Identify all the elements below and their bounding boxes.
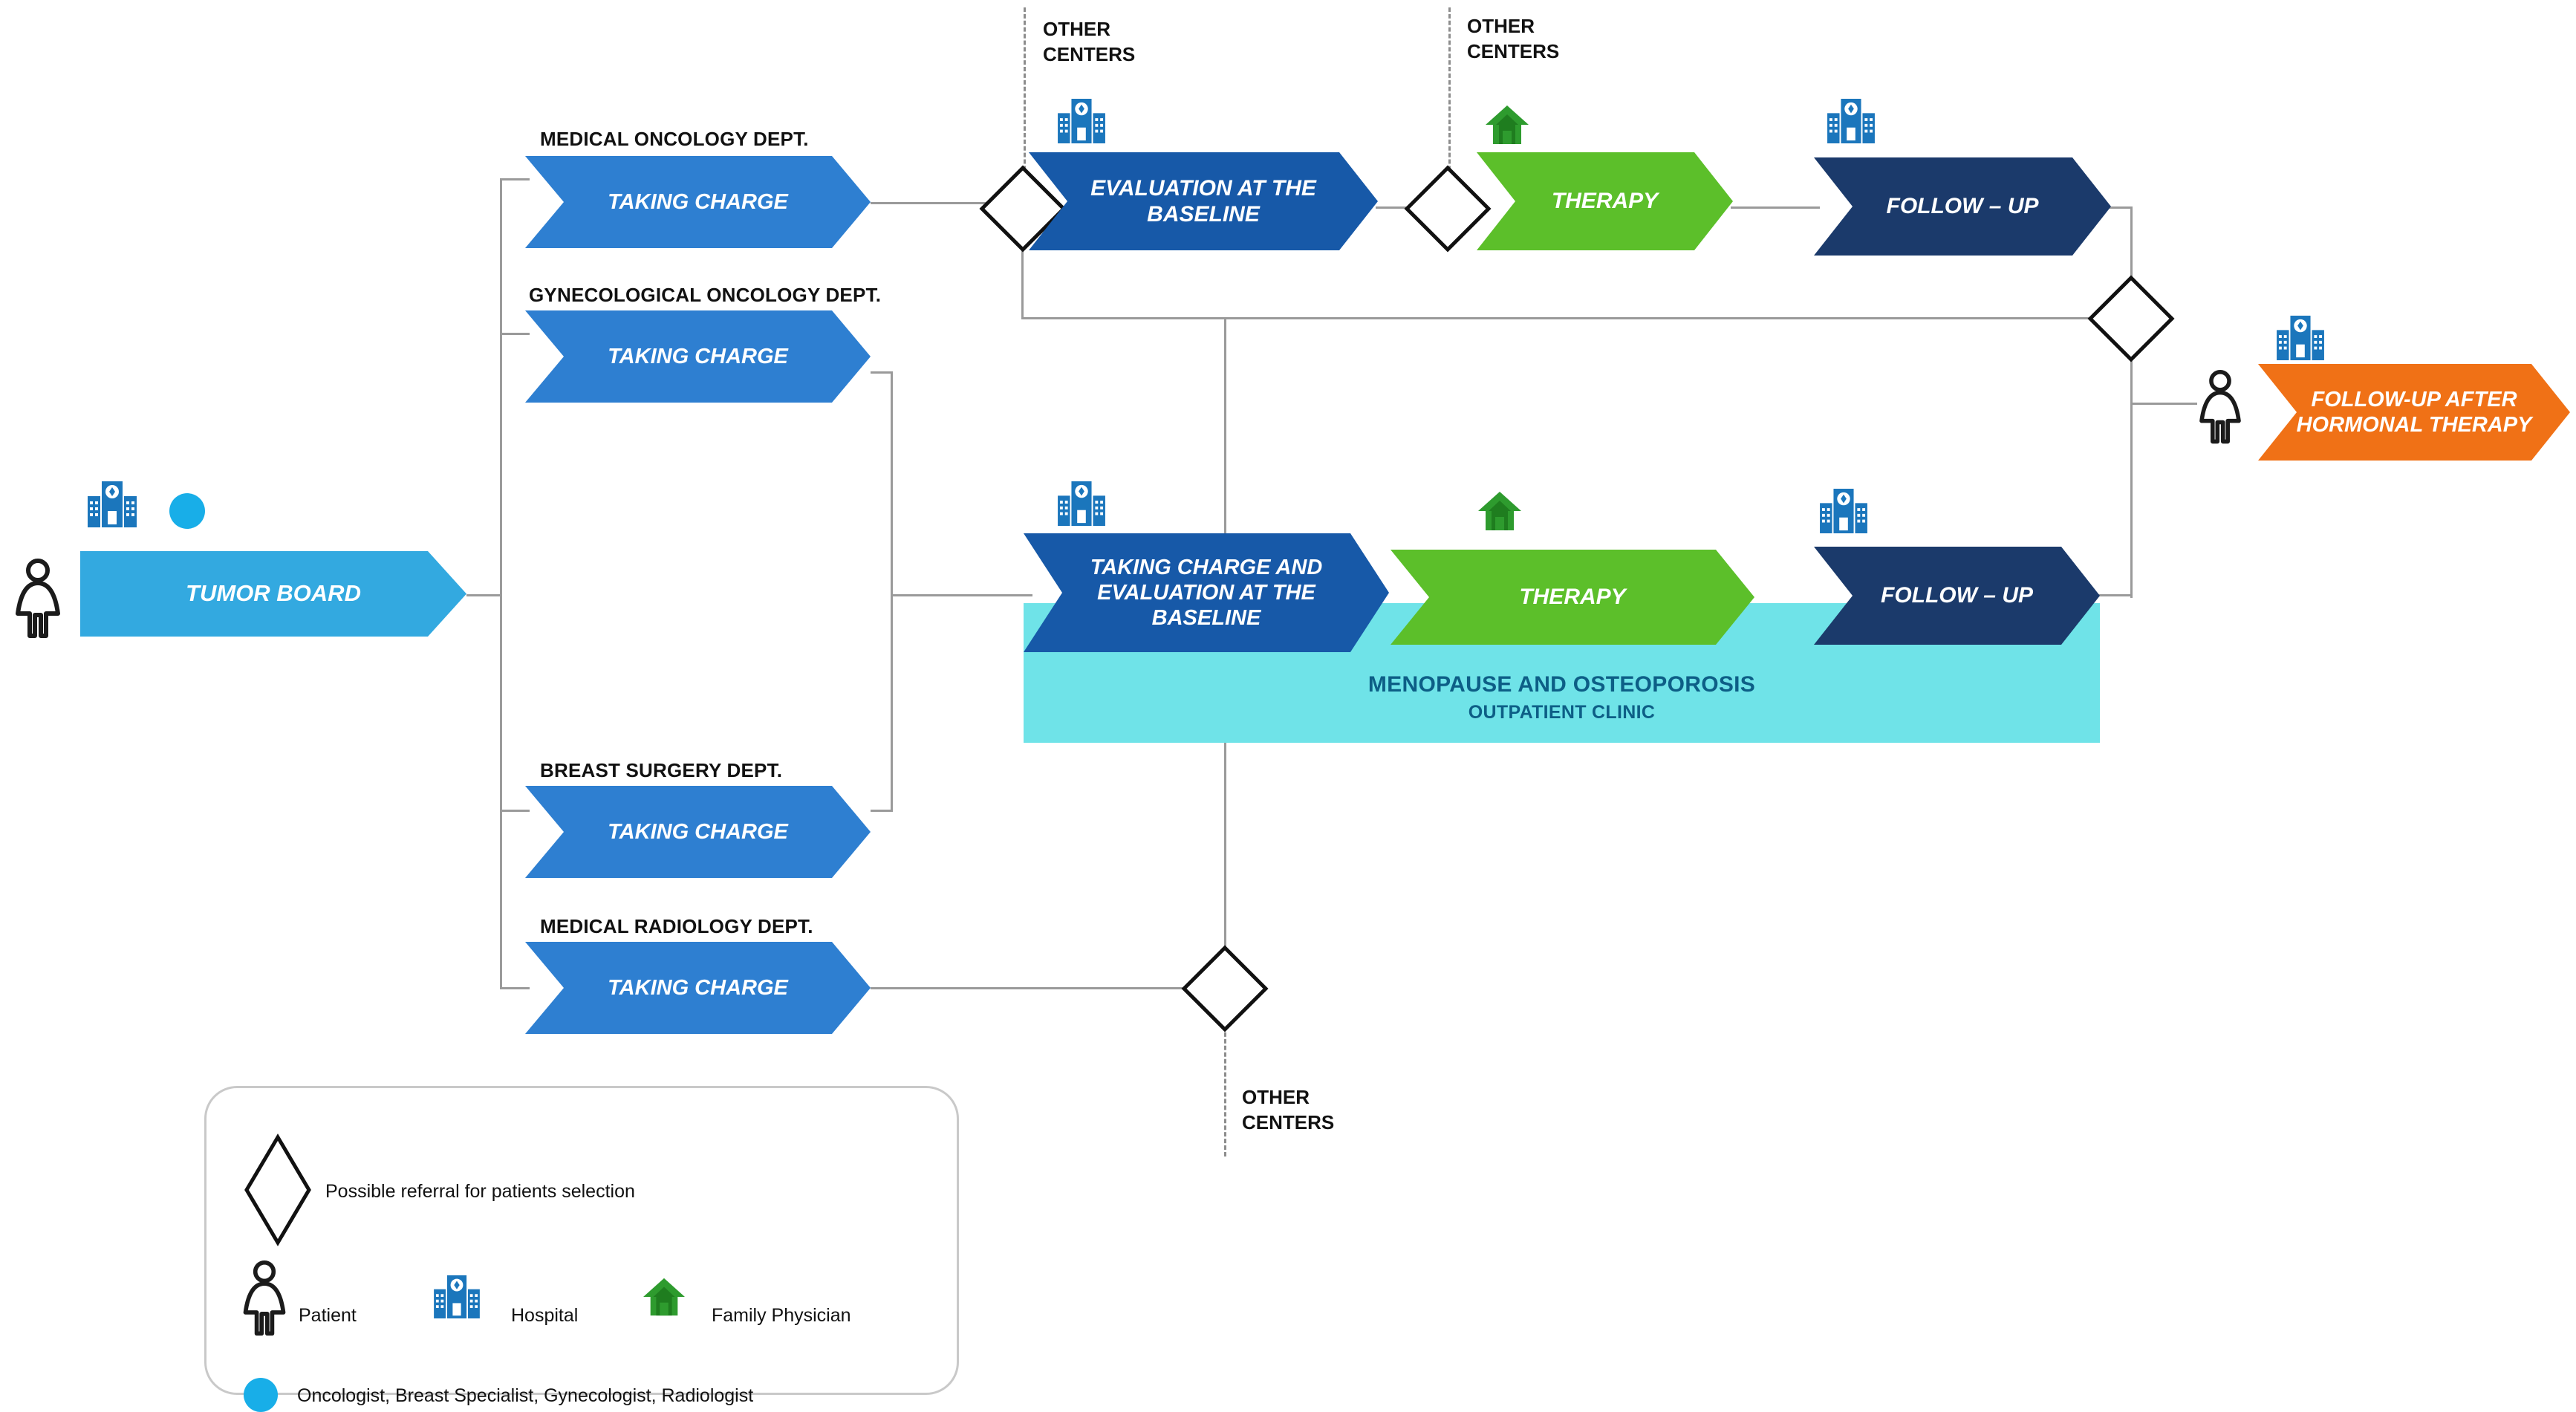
legend-specialist-dot-icon [244,1378,278,1412]
connector-to-radiology [500,987,530,989]
band-line1: MENOPAUSE AND OSTEOPOROSIS [1367,672,1756,697]
hormonal-followup-node[interactable]: FOLLOW-UP AFTER HORMONAL THERAPY [2258,364,2570,461]
legend-hospital-icon [434,1275,480,1318]
patient-icon [15,559,61,640]
legend-hospital-label: Hospital [511,1305,579,1326]
legend-family-physician-label: Family Physician [712,1305,851,1326]
other-centers-label-2: OTHER CENTERS [1467,15,1560,63]
hospital-icon-tumorboard [88,481,137,527]
hospital-icon-hormonal [2277,316,2324,360]
follow-up-node-middle[interactable]: FOLLOW – UP [1814,547,2100,645]
connector-dept-bus [500,178,502,988]
connector-evaluation-to-diamond [1376,206,1409,209]
legend-box: Possible referral for patients selection… [204,1086,959,1412]
legend-family-physician-icon [642,1277,686,1317]
family-physician-icon-therapy-top [1484,104,1530,146]
connector-gyn-out [871,371,893,374]
evaluation-baseline-node[interactable]: EVALUATION AT THE BASELINE [1029,152,1378,250]
connector-therapy-to-followup [1731,206,1820,209]
hospital-icon-evaluation [1058,99,1105,143]
dept-step-breast-surgery[interactable]: TAKING CHARGE [525,786,871,878]
dept-label-medical-oncology: MEDICAL ONCOLOGY DEPT. [540,128,809,150]
legend-specialists-label: Oncologist, Breast Specialist, Gynecolog… [297,1385,754,1406]
hospital-icon-followup-middle [1820,489,1867,533]
referral-diamond-1[interactable] [979,165,1067,253]
dashed-other-centers-bottom [1224,1019,1226,1156]
connector-middle-followup-right [2095,594,2132,596]
legend-patient-label: Patient [299,1305,357,1326]
connector-radiology-to-diamond [871,987,1183,989]
hospital-icon-followup-top [1827,99,1875,143]
therapy-node-top[interactable]: THERAPY [1477,152,1733,250]
connector-to-medonc [500,178,530,180]
referral-diamond-2[interactable] [1404,165,1492,253]
follow-up-node-top[interactable]: FOLLOW – UP [1814,157,2111,256]
tumor-board-node[interactable]: TUMOR BOARD [80,551,466,637]
dashed-other-centers-top1 [1024,7,1026,197]
dept-label-gynecological-oncology: GYNECOLOGICAL ONCOLOGY DEPT. [529,284,882,306]
connector-tumorboard-out [466,594,502,596]
connector-mid-to-takingcharge [943,594,1032,596]
legend-referral-diamond-icon [244,1133,312,1246]
connector-right-vertical-top [2130,206,2133,284]
patient-icon-hormonal [2199,370,2242,446]
other-centers-label-1: OTHER CENTERS [1043,18,1136,66]
referral-diamond-right[interactable] [2087,275,2175,362]
dept-label-breast-surgery: BREAST SURGERY DEPT. [540,759,783,781]
band-line2: OUTPATIENT CLINIC [1468,702,1656,723]
connector-right-vertical-bottom [2130,349,2133,598]
legend-referral-label: Possible referral for patients selection [325,1181,635,1202]
specialist-dot-tumorboard [169,493,205,529]
other-centers-label-3: OTHER CENTERS [1242,1086,1335,1134]
connector-long-return [1021,317,2133,319]
connector-evaluation-down [1021,245,1024,319]
dashed-other-centers-top2 [1448,7,1451,197]
hospital-icon-taking-charge-eval [1058,481,1105,526]
connector-diamond-to-hormonal [2130,403,2197,405]
connector-to-breast [500,810,530,812]
connector-to-gynonc [500,333,530,335]
connector-topfollowup-right [2110,206,2132,209]
connector-breast-out [871,810,893,812]
connector-mid-bus [891,371,893,810]
dept-step-medical-oncology[interactable]: TAKING CHARGE [525,156,871,248]
taking-charge-evaluation-node[interactable]: TAKING CHARGE AND EVALUATION AT THE BASE… [1024,533,1389,652]
therapy-node-middle[interactable]: THERAPY [1391,550,1754,645]
connector-medonc-to-diamond [871,202,993,204]
family-physician-icon-therapy-middle [1477,490,1523,532]
dept-step-medical-radiology[interactable]: TAKING CHARGE [525,942,871,1034]
dept-step-gynecological-oncology[interactable]: TAKING CHARGE [525,310,871,403]
dept-label-medical-radiology: MEDICAL RADIOLOGY DEPT. [540,915,813,937]
referral-diamond-bottom[interactable] [1181,945,1269,1032]
legend-patient-icon [242,1260,287,1338]
